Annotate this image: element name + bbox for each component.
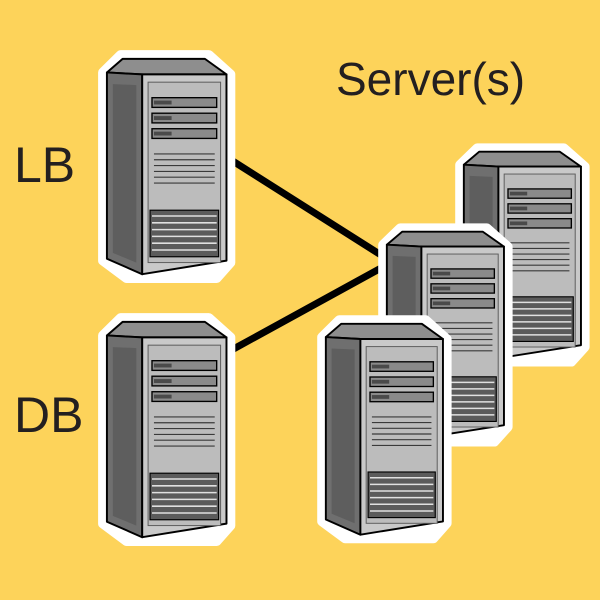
server-1-icon — [322, 320, 447, 539]
db-label: DB — [14, 387, 84, 443]
db-server-icon — [103, 318, 230, 541]
connection-db-servers — [224, 258, 396, 356]
servers-label: Server(s) — [336, 53, 526, 105]
connection-lb-servers — [224, 154, 396, 266]
lb-label: LB — [14, 137, 76, 193]
lb-server-icon — [103, 55, 230, 278]
